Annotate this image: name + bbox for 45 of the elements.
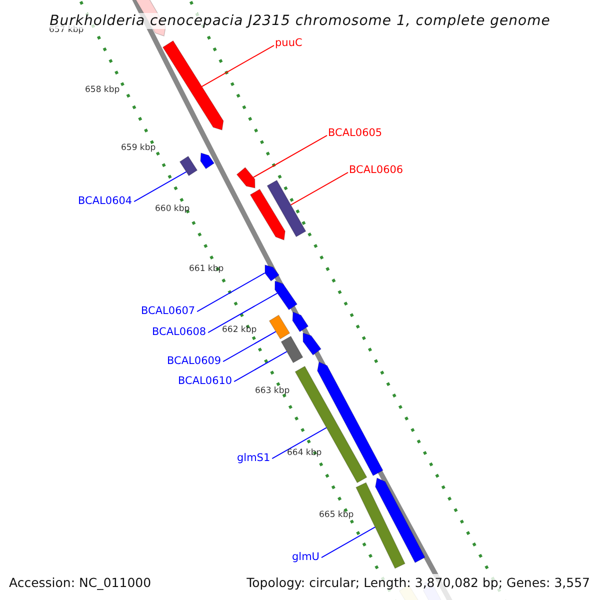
leader-line <box>222 331 276 362</box>
gene-label: BCAL0606 <box>349 164 404 176</box>
gene-feature <box>200 152 215 170</box>
gene-feature <box>274 280 298 310</box>
gene-label: BCAL0605 <box>328 127 382 139</box>
leader-line <box>252 134 328 178</box>
gene-feature <box>356 482 406 569</box>
leader-line <box>321 526 376 558</box>
tick-label: 660 kbp <box>155 204 190 214</box>
gene-label: BCAL0604 <box>78 195 132 207</box>
gene-feature <box>280 336 304 364</box>
gene-feature <box>236 167 256 188</box>
gene-label: BCAL0610 <box>178 375 232 387</box>
gene-label: glmU <box>292 551 320 563</box>
leader-line <box>272 427 327 460</box>
leader-line <box>196 272 266 312</box>
leader-line <box>134 171 187 202</box>
gene-feature <box>162 40 224 130</box>
tick-label: 659 kbp <box>121 143 156 153</box>
tick-label: 662 kbp <box>222 325 257 335</box>
gene-feature <box>292 312 309 332</box>
gene-label: glmS1 <box>237 452 270 464</box>
gene-feature <box>179 156 198 176</box>
gene-label: BCAL0609 <box>167 355 222 367</box>
tick-label: 661 kbp <box>189 264 224 274</box>
gene-label: BCAL0607 <box>141 305 196 317</box>
gene-feature <box>268 314 290 340</box>
tick-label: 658 kbp <box>85 85 120 95</box>
gene-feature <box>250 188 286 240</box>
tick-label: 665 kbp <box>319 510 354 520</box>
tick-label: 663 kbp <box>255 386 290 396</box>
tick-label: 657 kbp <box>49 25 84 35</box>
gene-label: BCAL0608 <box>152 326 206 338</box>
tick-label: 664 kbp <box>287 448 322 458</box>
leader-line <box>208 292 278 334</box>
gene-feature <box>302 332 322 356</box>
leader-line <box>234 351 288 382</box>
gene-feature <box>264 264 280 282</box>
gene-label: puuC <box>275 37 302 49</box>
gene-feature <box>266 180 306 238</box>
leader-line <box>201 44 274 88</box>
footer-text: Topology: circular; Length: 3,870,082 bp; Genes: 3,557 <box>246 575 590 590</box>
gene-feature <box>375 478 426 564</box>
footer-text: Accession: NC_011000 <box>9 575 152 590</box>
leader-line <box>290 172 348 206</box>
